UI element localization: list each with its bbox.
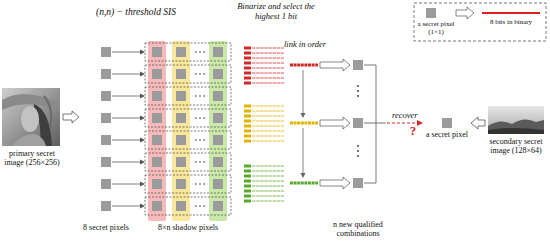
illustration-part xyxy=(357,95,359,97)
link-arrow-head xyxy=(301,113,306,118)
bit-bar xyxy=(290,122,318,125)
pixel-row xyxy=(101,153,231,171)
illustration-part xyxy=(357,90,359,92)
bit-grid xyxy=(244,106,284,141)
hollow-arrow xyxy=(456,7,474,19)
legend-text: 8 bits in binary xyxy=(480,18,542,26)
pixel-row xyxy=(101,109,231,127)
illustration-part xyxy=(357,155,359,157)
illustration-part xyxy=(357,85,359,87)
combination-square xyxy=(353,60,363,70)
link-arrow xyxy=(303,70,304,113)
image-node: secondary secret image (128×64) xyxy=(486,104,546,155)
pixel-row xyxy=(101,65,231,83)
legend-frame xyxy=(414,3,546,41)
illustration-part xyxy=(488,128,544,134)
pixel-column: 8 secret pixels xyxy=(80,40,132,232)
pixel-row xyxy=(101,197,231,215)
hollow-arrow xyxy=(320,177,350,189)
combination-square xyxy=(353,118,363,128)
hollow-arrow xyxy=(320,59,350,71)
ellipsis-dots xyxy=(357,85,359,157)
hollow-arrow xyxy=(320,117,350,129)
primary-image xyxy=(2,88,60,146)
hollow-arrow xyxy=(63,111,79,123)
illustration-part xyxy=(44,96,51,128)
link-arrow xyxy=(303,128,304,173)
caption: secondary secret image (128×64) xyxy=(486,137,546,155)
secret-pixel-square xyxy=(442,118,452,128)
caption: a secret pixel xyxy=(424,130,470,139)
connector xyxy=(471,117,485,129)
annotation: link in order xyxy=(284,40,340,50)
illustration-part xyxy=(12,134,46,146)
arrow-head xyxy=(417,120,423,126)
secondary-image xyxy=(488,106,544,134)
merge-bracket xyxy=(364,65,386,183)
annotation: Binarize and select the highest 1 bit xyxy=(234,2,318,22)
annotation: (n,n) − threshold SIS xyxy=(96,7,236,18)
bit-bar xyxy=(290,182,318,185)
bit-bar xyxy=(290,64,318,67)
caption: primary secret image (256×256) xyxy=(2,149,62,167)
illustration-part xyxy=(488,119,544,134)
pixel-row xyxy=(101,175,231,193)
bit-grid xyxy=(244,166,284,201)
legend-text: a secret pixel (1×1) xyxy=(416,20,456,36)
combination-square xyxy=(353,178,363,188)
image-node: primary secret image (256×256) xyxy=(2,88,62,167)
illustration-part xyxy=(2,88,60,146)
illustration-part xyxy=(488,106,544,134)
connector xyxy=(387,120,423,126)
shadow-block: 8×n shadow pixels xyxy=(142,40,234,232)
combination-column: n new qualified combinations xyxy=(330,48,386,238)
link-arrow-head xyxy=(301,173,306,178)
bit-line-sample xyxy=(482,12,540,14)
legend-swatch xyxy=(426,8,436,18)
edge-label: recover xyxy=(391,110,419,120)
caption: 8×n shadow pixels xyxy=(142,223,234,232)
pixel-node: a secret pixel xyxy=(424,114,470,139)
illustration-part xyxy=(21,106,39,132)
caption: n new qualified combinations xyxy=(330,220,386,238)
pixel-row xyxy=(101,43,231,61)
pixel-row xyxy=(101,87,231,105)
connector xyxy=(63,111,79,123)
caption: 8 secret pixels xyxy=(80,223,132,232)
question-mark: ? xyxy=(407,124,419,139)
illustration-part xyxy=(357,145,359,147)
hollow-arrow xyxy=(471,117,485,129)
illustration-part xyxy=(357,150,359,152)
bit-grid xyxy=(244,48,284,83)
pixel-row xyxy=(101,131,231,149)
